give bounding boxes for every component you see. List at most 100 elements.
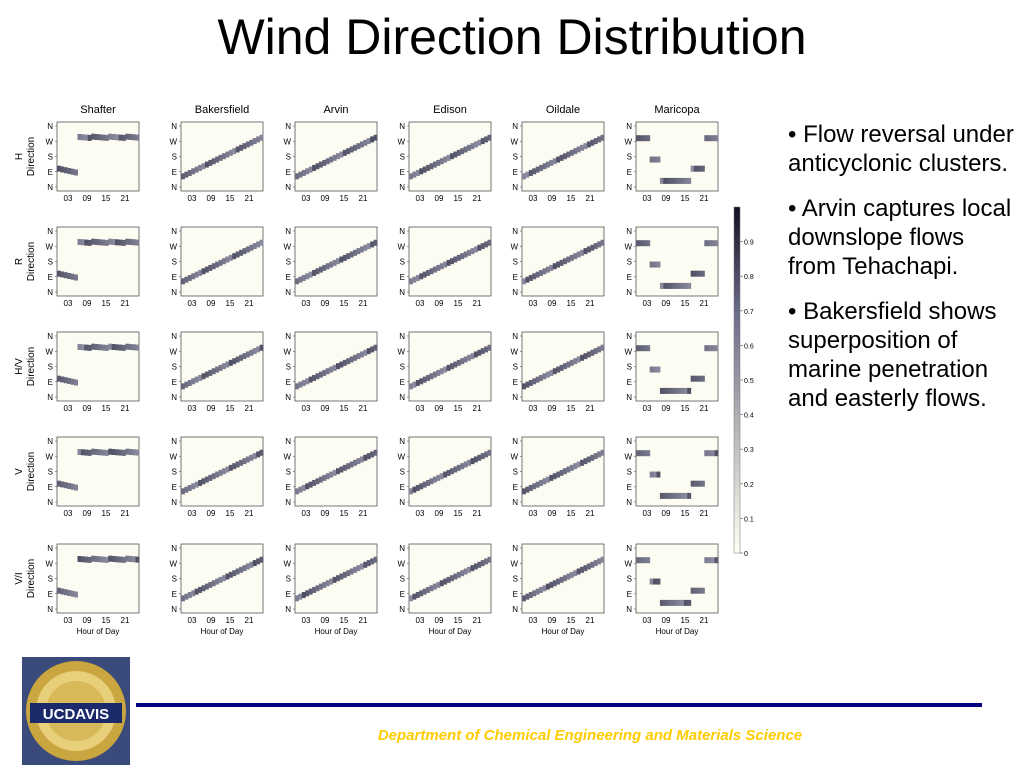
heat-cell [467,354,471,361]
heat-cell [663,387,668,394]
heat-cell [204,161,209,168]
heat-cell [356,353,361,360]
heat-cell [232,253,237,260]
heat-cell [366,560,371,567]
x-tick-label: 21 [359,404,368,413]
y-tick-label: E [513,590,518,599]
x-tick-label: 03 [188,194,197,203]
heat-cell [245,246,250,253]
y-tick-label: N [47,498,53,507]
heat-cell [181,488,185,495]
heat-cell [318,476,323,483]
heat-cell [125,448,130,455]
heat-cell [318,266,323,273]
x-tick-label: 03 [643,299,652,308]
heat-cell [663,177,668,184]
heat-cell [656,366,661,373]
y-tick-label: W [283,559,291,568]
heat-cell [63,272,68,279]
heat-cell [363,454,368,461]
x-tick-label: 09 [321,616,330,625]
heat-cell [600,449,605,456]
heat-cell [252,453,257,460]
y-tick-label: S [286,575,291,584]
heat-cell [104,449,109,456]
heat-cell [256,558,261,565]
heat-cell [535,481,540,488]
heat-cell [460,358,465,365]
y-tick-label: N [171,605,177,614]
heat-cell [322,264,327,271]
x-tick-label: 09 [83,404,92,413]
y-tick-label: E [513,483,518,492]
heat-cell [57,375,61,382]
logo-text: UCDAVIS [43,706,109,723]
heat-cell [373,134,378,141]
heat-cell [600,344,605,351]
heat-cell [108,448,113,455]
x-tick-label: 09 [321,194,330,203]
heat-cell [128,448,133,455]
x-tick-label: 21 [245,616,254,625]
heat-cell [559,154,564,161]
heat-cell [111,343,116,350]
heat-cell [549,581,554,588]
y-tick-label: N [285,498,291,507]
heat-cell [446,364,451,371]
heat-cell [559,469,564,476]
heat-cell [245,351,250,358]
heat-cell [198,479,202,486]
heat-cell [649,578,654,585]
heat-cell [356,248,361,255]
heat-cell [456,464,461,471]
colorbar-tick-label: 0.2 [744,482,754,489]
x-tick-label: 09 [207,509,216,518]
heat-cell [242,458,247,465]
heat-cell [443,578,448,585]
heat-cell [225,256,230,263]
heat-cell [532,590,537,597]
heat-cell [426,374,430,381]
x-tick-label: 15 [454,194,463,203]
footer-divider [136,703,982,707]
heat-cell [121,449,126,456]
heat-cell [242,143,247,150]
heat-cell [563,468,567,475]
heatmap-panel [56,226,140,297]
heat-cell [576,568,581,575]
x-tick-label: 09 [207,616,216,625]
x-tick-label: 03 [643,509,652,518]
y-tick-label: S [172,363,177,372]
x-tick-label: 15 [681,509,690,518]
x-tick-label: 21 [700,404,709,413]
y-tick-label: E [627,590,632,599]
heat-cell [649,261,654,268]
y-tick-label: N [171,183,177,192]
heat-cell [522,278,526,285]
page-title: Wind Direction Distribution [217,9,807,65]
y-tick-label: S [48,575,53,584]
heat-cell [525,486,530,493]
heat-cell [121,134,126,141]
x-tick-label: 03 [188,616,197,625]
y-tick-label: N [171,393,177,402]
heat-cell [111,555,116,562]
heat-cell [342,359,347,366]
heat-cell [573,148,578,155]
heat-cell [528,484,533,491]
x-tick-label: 21 [586,616,595,625]
heat-cell [98,449,102,456]
heat-cell [419,378,424,385]
heat-cell [666,492,671,499]
heat-cell [600,556,605,563]
heat-cell [653,578,657,585]
y-tick-label: W [510,452,518,461]
heat-cell [322,369,327,376]
heat-cell [473,456,478,463]
heat-cell [201,585,206,592]
heat-cell [111,448,116,455]
x-tick-label: 21 [121,194,130,203]
heat-cell [198,164,202,171]
heat-cell [453,466,458,473]
y-tick-label: N [512,288,518,297]
